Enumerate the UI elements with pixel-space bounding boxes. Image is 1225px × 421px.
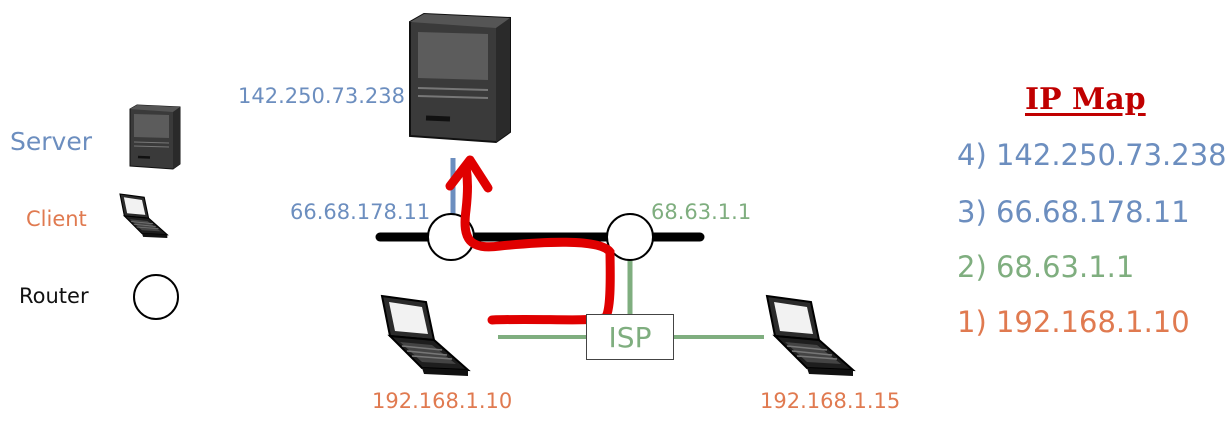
server-icon [410,14,510,142]
legend-router-label: Router [19,284,89,308]
legend-client-icon [119,193,168,239]
legend-router-icon [133,274,179,320]
ip-map-item: 4) 142.250.73.238 [957,138,1225,172]
isp-box: ISP [586,314,674,360]
client-left-laptop-icon [381,295,469,377]
ip-map-item: 3) 66.68.178.11 [957,195,1190,229]
client-left-ip-label: 192.168.1.10 [372,389,513,413]
ip-map-item: 1) 192.168.1.10 [957,305,1190,339]
legend-server-icon [128,103,182,171]
router-right-icon [606,213,654,261]
legend-client-label: Client [26,207,87,231]
router-left-ip-label: 66.68.178.11 [290,200,431,224]
ip-map-title: IP Map [1025,82,1146,117]
ip-map-item: 2) 68.63.1.1 [957,250,1135,284]
server-ip-label: 142.250.73.238 [238,84,405,108]
client-right-laptop-icon [766,295,854,377]
route-arrowhead [445,155,493,193]
router-right-ip-label: 68.63.1.1 [651,200,752,224]
client-right-ip-label: 192.168.1.15 [760,389,901,413]
legend-server-label: Server [10,127,92,156]
